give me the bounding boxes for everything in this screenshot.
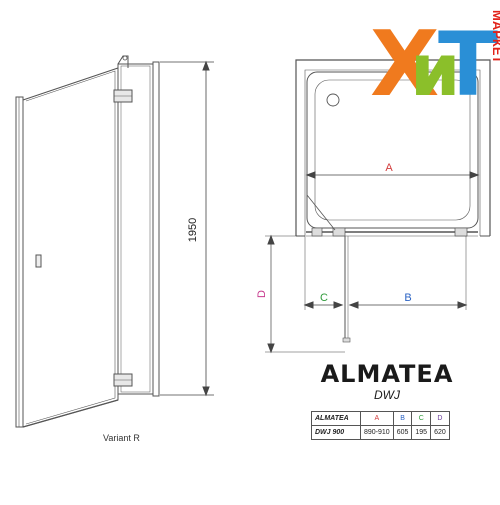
variant-label: Variant R [103, 433, 140, 443]
logo-letter-t: Т [438, 13, 498, 116]
spec-table-header: ALMATEA A B C D [311, 411, 450, 426]
height-dimension [160, 60, 214, 397]
dim-c-label: C [320, 292, 328, 304]
dim-d-label: D [256, 290, 268, 298]
left-wall-profile [15, 96, 24, 428]
header-a: A [360, 411, 394, 426]
header-b: B [392, 411, 413, 426]
table-row: DWJ 900 890-910 605 195 620 [311, 425, 450, 440]
height-dimension-label: 1950 [187, 218, 199, 242]
cell-b: 605 [392, 425, 413, 440]
dim-a-label: A [385, 162, 393, 174]
dim-c-line [303, 236, 344, 310]
header-model: ALMATEA [311, 411, 361, 426]
door-glass-panel [22, 67, 119, 428]
spec-table: ALMATEA A B C D DWJ 900 890-910 605 195 … [311, 411, 450, 440]
header-d: D [430, 411, 450, 426]
door-handle [35, 254, 42, 268]
product-name: ALMATEA [320, 360, 454, 388]
front-view [15, 55, 160, 428]
dim-b-line [348, 236, 468, 310]
logo-letter-i: и [410, 28, 460, 112]
cell-d: 620 [430, 425, 450, 440]
drain [326, 93, 340, 107]
plan-view [295, 59, 491, 343]
dim-b-label: B [404, 292, 411, 304]
logo-letter-x: Х [370, 12, 439, 117]
product-code: DWJ [374, 388, 400, 402]
cell-c: 195 [411, 425, 432, 440]
shower-tray [306, 71, 479, 229]
brand-logo: Х и Т МАРКЕТ [370, 10, 500, 117]
dim-a-line [305, 171, 480, 179]
logo-vertical-text: МАРКЕТ [490, 10, 500, 63]
cell-a: 890-910 [360, 425, 394, 440]
cell-model: DWJ 900 [311, 425, 361, 440]
wall-outline [295, 59, 491, 236]
fixed-panel [117, 63, 154, 395]
dim-d-line [265, 234, 345, 354]
header-c: C [411, 411, 432, 426]
